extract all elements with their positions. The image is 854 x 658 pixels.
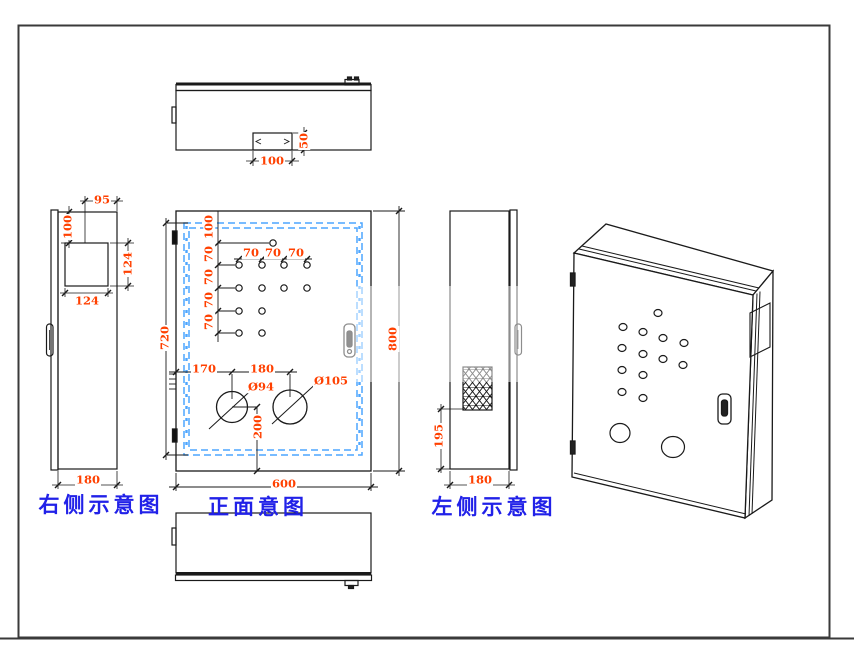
dim-front-top-offset: 100 — [201, 213, 216, 241]
door-handle-iso — [717, 393, 732, 425]
hinge-bottom — [569, 440, 576, 455]
sheet-frame — [0, 24, 854, 640]
dim-top-gland-width: 100 — [258, 153, 286, 168]
dim-front-seal-height: 720 — [157, 324, 172, 352]
dim-front-row-gap-3: 70 — [201, 290, 216, 310]
dim-front-circle-bottom: 200 — [250, 413, 265, 441]
door-handle-front — [343, 323, 356, 358]
dim-right-box-offset: 95 — [92, 192, 112, 207]
dim-front-row-gap-1: 70 — [201, 244, 216, 264]
dim-left-vent-bottom: 195 — [431, 422, 446, 450]
iso-view-drawing — [569, 223, 775, 520]
dim-right-depth: 180 — [74, 472, 102, 487]
hinge-top — [569, 272, 576, 287]
caption-front-view: 正面意图 — [208, 494, 308, 519]
dim-left-depth: 180 — [466, 472, 494, 487]
dim-front-height: 800 — [385, 325, 400, 353]
iso-hole-pattern — [609, 308, 689, 459]
dim-front-col-gap-3: 70 — [286, 245, 306, 260]
front-hole-pattern — [235, 239, 311, 337]
dim-front-width: 600 — [270, 476, 298, 491]
caption-left-view: 左侧示意图 — [431, 494, 557, 519]
dim-front-col-gap-1: 70 — [241, 245, 261, 260]
side-cutout — [749, 302, 771, 358]
dim-front-row-gap-4: 70 — [201, 312, 216, 332]
dim-right-box-width: 124 — [73, 293, 101, 308]
front-view-drawing — [162, 206, 405, 491]
dim-front-row-gap-2: 70 — [201, 267, 216, 287]
caption-right-view: 右侧示意图 — [38, 492, 164, 517]
dim-front-small-circle-dia: Ø94 — [246, 379, 276, 394]
dim-front-circle-left: 170 — [190, 361, 218, 376]
dim-front-col-gap-2: 70 — [263, 245, 283, 260]
dim-front-circle-gap: 180 — [248, 361, 276, 376]
bottom-view-drawing — [171, 512, 373, 590]
left-view-drawing — [436, 209, 523, 489]
right-view-drawing — [45, 196, 134, 489]
dim-top-gland-depth: 50 — [296, 131, 311, 151]
dim-right-top-to-box: 100 — [60, 213, 75, 241]
dim-front-large-circle-dia: Ø105 — [312, 373, 350, 388]
vent-louver — [462, 366, 493, 411]
dim-right-box-height: 124 — [120, 250, 135, 278]
